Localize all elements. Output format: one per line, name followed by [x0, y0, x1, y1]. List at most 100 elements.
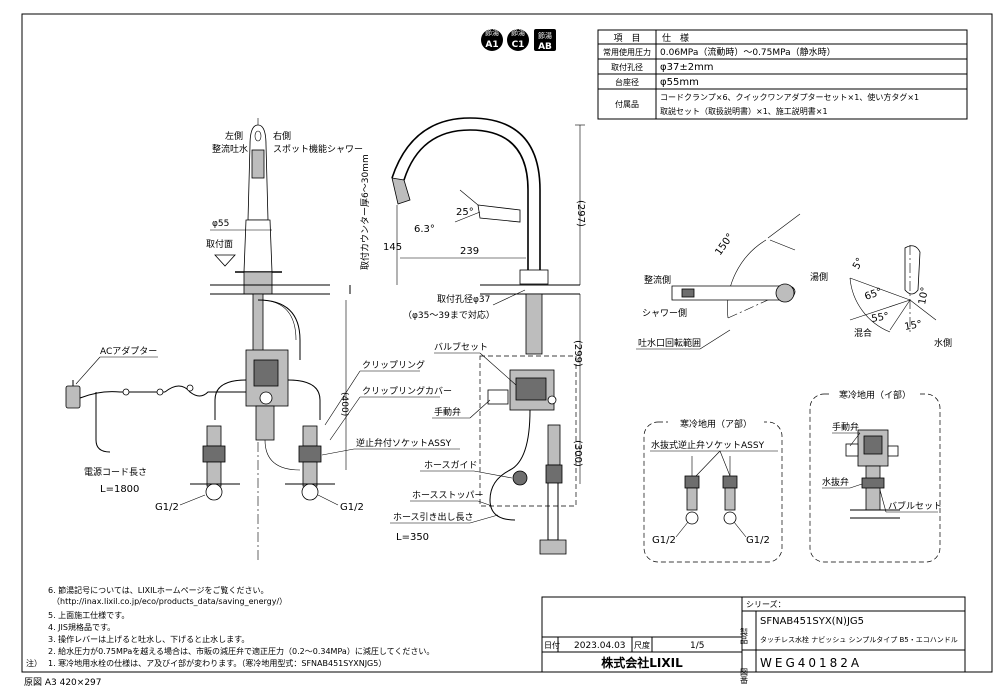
spec-label-hole: 取付孔径 [611, 62, 643, 72]
angle-10: 10° [917, 286, 931, 305]
title-block: シリーズ： 製品 SFNAB451SYX(N)JG5 タッチレス水栓 ナビッシュ… [541, 596, 966, 685]
bubble-set-label: バルブセット [434, 341, 488, 353]
note-6-url: （http://inax.lixil.co.jp/eco/products_da… [52, 597, 287, 606]
date-label: 日付 [544, 640, 560, 650]
check-valve-socket-label: 逆止弁付ソケットASSY [356, 437, 452, 449]
angle-5: 5° [851, 256, 866, 271]
original-size: 原図 A3 420×297 [24, 677, 102, 688]
left-side-mode-label: 整流吐水 [212, 143, 248, 155]
power-cord-length: L=1800 [100, 484, 139, 495]
right-side-label: 右側 [273, 130, 291, 142]
badge-top: 節湯 [511, 28, 525, 37]
dim-145: 145 [383, 242, 402, 253]
note-2: 2. 給水圧力が0.75MPaを越える場合は、市販の減圧弁で適正圧力（0.2～0… [48, 646, 434, 656]
note-4: 4. JIS規格品です。 [48, 622, 115, 632]
cold-a-left-thread: G1/2 [652, 535, 676, 546]
spec-value-hole: φ37±2mm [660, 62, 714, 73]
top-view: 150° 整流側 シャワー側 吐水口回転範囲 [636, 213, 801, 350]
badge-code: A1 [485, 40, 498, 50]
right-thread-label: G1/2 [340, 502, 364, 513]
dim-400: (400) [339, 392, 349, 416]
side-view: (297) 145 239 25° 6.3° 取付孔径φ37 （φ35～39まで… [383, 117, 586, 555]
spec-label-pressure: 常用使用圧力 [603, 47, 651, 57]
base-diameter-label: φ55 [212, 219, 229, 229]
notes: 6. 節湯記号については、LIXILホームページをご覧ください。 （http:/… [24, 585, 434, 688]
front-view: 左側 整流吐水 右側 スポット機能シャワー φ55 取付面 取付カウンター厚6～… [65, 118, 460, 560]
angle-65: 65° [863, 286, 883, 302]
badge-top: 節湯 [485, 28, 499, 37]
angle-150: 150° [713, 232, 736, 258]
note-6: 6. 節湯記号については、LIXILホームページをご覧ください。 [48, 585, 269, 595]
cold-i-drain-valve-label: 水抜弁 [822, 476, 849, 488]
cold-a-title: 寒冷地用（ア部） [680, 418, 752, 430]
lever-view: 湯側 5° 65° 10° 55° 15° 混合 水側 [810, 245, 952, 349]
date-value: 2023.04.03 [574, 641, 626, 651]
angle-25: 25° [456, 207, 474, 218]
hose-guide-label: ホースガイド [424, 460, 478, 471]
spec-value-accessories-1: コードクランプ×6、クイックワンアダプターセット×1、使い方タグ×1 [660, 92, 919, 102]
dim-297: (297) [575, 200, 586, 227]
spec-value-base: φ55mm [660, 77, 699, 88]
spec-label-base: 台座径 [615, 77, 639, 87]
water-saving-badges: 節湯 A1 節湯 C1 節湯 AB [481, 28, 556, 52]
cold-region-a: 寒冷地用（ア部） 水抜式逆止弁ソケットASSY G1/2 G1/2 [643, 418, 783, 563]
badge-c1: 節湯 C1 [507, 28, 529, 51]
badge-code: AB [538, 42, 552, 52]
note-1: 1. 寒冷地用水栓の仕様は、ア及びイ部が変わります。（寒冷地用型式：SFNAB4… [48, 658, 386, 668]
spec-value-accessories-2: 取説セット（取扱説明書）×1、施工説明書×1 [660, 106, 828, 116]
counter-thickness-label: 取付カウンター厚6～30mm [360, 154, 371, 270]
cold-region-i: 寒冷地用（イ部） 手動弁 水抜弁 バブルセット [809, 389, 942, 563]
shower-side-label: シャワー側 [642, 307, 687, 319]
spec-value-pressure: 0.06MPa（流動時）～0.75MPa（静水時） [660, 46, 836, 58]
cold-i-hand-valve-label: 手動弁 [832, 421, 859, 433]
spec-header-spec: 仕 様 [662, 32, 689, 44]
company-name: 株式会社LIXIL [601, 655, 683, 670]
water-side-label: 水側 [934, 337, 952, 349]
spec-header-item: 項 目 [613, 33, 640, 44]
hose-pull-length-label: ホース引き出し長さ [393, 511, 474, 523]
mount-surface-label: 取付面 [206, 239, 233, 250]
note-3: 3. 操作レバーは上げると吐水し、下げると止水します。 [48, 634, 249, 644]
right-side-mode-label: スポット機能シャワー [273, 143, 363, 155]
spec-table: 項 目 仕 様 常用使用圧力 0.06MPa（流動時）～0.75MPa（静水時）… [597, 29, 968, 120]
notes-prefix: 注） [26, 658, 42, 668]
mount-hole-label: 取付孔径φ37 [437, 293, 490, 305]
scale-value: 1/5 [690, 641, 704, 651]
spec-label-accessories: 付属品 [615, 99, 639, 109]
scale-label: 尺度 [634, 640, 650, 650]
dim-239: 239 [460, 246, 479, 257]
rotation-range-label: 吐水口回転範囲 [638, 337, 701, 349]
cold-i-title: 寒冷地用（イ部） [839, 389, 911, 401]
dim-299: (299) [572, 340, 583, 367]
mount-hole-range: （φ35～39まで対応） [403, 309, 495, 321]
drawing-frame [21, 13, 993, 673]
hand-valve-label: 手動弁 [434, 406, 461, 418]
product-label: 製品 [740, 627, 749, 645]
left-thread-label: G1/2 [155, 502, 179, 513]
drawing-number-label: 図番 [740, 668, 749, 685]
clip-ring-cover-label: クリップリングカバー [362, 385, 452, 397]
hose-length: L=350 [396, 532, 429, 543]
left-side-label: 左側 [225, 130, 243, 142]
dim-300: (300) [572, 440, 583, 467]
note-5: 5. 上面施工仕様です。 [48, 610, 129, 620]
product-code: SFNAB451SYX(N)JG5 [760, 616, 864, 627]
drawing-number: WEG40182A [760, 656, 862, 670]
power-cord-label: 電源コード長さ [84, 467, 147, 478]
cold-a-socket-label: 水抜式逆止弁ソケットASSY [651, 439, 765, 451]
ac-adapter-label: ACアダプター [100, 345, 157, 357]
clip-ring-label: クリップリング [362, 359, 425, 371]
angle-15: 15° [904, 319, 923, 333]
badge-code: C1 [512, 40, 525, 50]
cold-a-right-thread: G1/2 [746, 535, 770, 546]
angle-55: 55° [871, 311, 890, 325]
hot-side-label: 湯側 [810, 271, 828, 283]
series-label: シリーズ： [746, 599, 786, 609]
angle-63: 6.3° [414, 224, 435, 235]
badge-top: 節湯 [538, 31, 552, 40]
cold-i-bubble-set-label: バブルセット [888, 500, 942, 512]
mix-label: 混合 [854, 327, 872, 339]
product-description: タッチレス水栓 ナビッシュ シンプルタイプ B5・エコハンドル [760, 635, 958, 644]
hose-stopper-label: ホースストッパー [412, 490, 484, 501]
